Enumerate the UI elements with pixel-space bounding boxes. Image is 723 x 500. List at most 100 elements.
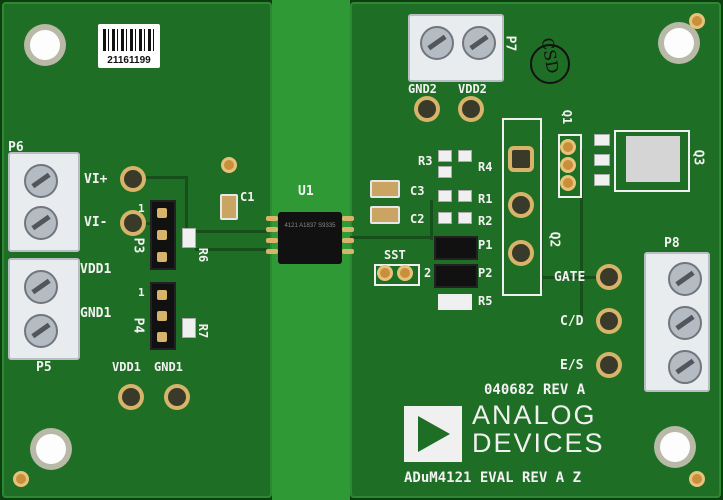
label-vdd1: VDD1: [80, 262, 112, 277]
chip-lead: [266, 249, 278, 254]
label-gnd1: GND1: [80, 306, 112, 321]
chip-lead: [342, 227, 354, 232]
label-vi-minus: VI-: [84, 215, 108, 230]
label-cd: C/D: [560, 314, 584, 329]
trace: [195, 230, 267, 233]
label-p6: P6: [8, 140, 24, 155]
test-point-cd[interactable]: [600, 312, 618, 330]
sst-outline: [374, 264, 420, 286]
corner-via: [16, 474, 26, 484]
resistor-r6: [182, 228, 196, 248]
q2-pad[interactable]: [512, 150, 530, 168]
label-pin1: 1: [138, 202, 145, 215]
q3-lead: [594, 134, 610, 146]
isolated-gate-driver-chip: 4121 A1837 S9335: [278, 212, 342, 264]
trace: [195, 248, 267, 251]
screw-terminal[interactable]: [24, 314, 58, 348]
label-gate: GATE: [554, 270, 586, 285]
header-pin[interactable]: [157, 252, 167, 262]
label-vdd2: VDD2: [458, 82, 487, 96]
test-point-es[interactable]: [600, 356, 618, 374]
brand-line-2: DEVICES: [472, 428, 605, 458]
chip-lead: [342, 249, 354, 254]
p4-pin-header: [150, 282, 176, 350]
trace: [540, 276, 610, 279]
p3-pin-header: [150, 200, 176, 270]
label-q2: Q2: [546, 231, 562, 248]
screw-terminal[interactable]: [24, 206, 58, 240]
label-vdd1-bottom: VDD1: [112, 360, 141, 374]
trace: [580, 150, 583, 320]
chip-lead: [342, 216, 354, 221]
header-pin[interactable]: [157, 290, 167, 300]
header-pin[interactable]: [157, 332, 167, 342]
screw-terminal[interactable]: [24, 164, 58, 198]
p6-terminal-block: [8, 152, 80, 252]
q1-pad[interactable]: [563, 160, 573, 170]
mounting-hole-bottom-left: [36, 434, 66, 464]
label-c1: C1: [240, 190, 255, 204]
resistor-r2: [438, 212, 452, 224]
p7-terminal-block: [408, 14, 504, 82]
label-gnd1-bottom: GND1: [154, 360, 183, 374]
chip-lead: [266, 227, 278, 232]
capacitor-c3: [370, 180, 400, 198]
capacitor-c1: [220, 194, 238, 220]
p1-jumper[interactable]: [434, 236, 478, 260]
trace: [185, 176, 188, 236]
label-gnd2: GND2: [408, 82, 437, 96]
q2-pad[interactable]: [512, 244, 530, 262]
resistor-r1: [458, 190, 472, 202]
label-r1: R1: [478, 192, 493, 206]
resistor-r5: [438, 294, 472, 310]
screw-terminal[interactable]: [462, 26, 496, 60]
p5-terminal-block: [8, 258, 80, 360]
test-point-gnd2[interactable]: [418, 100, 436, 118]
q1-pad[interactable]: [563, 178, 573, 188]
chip-lead: [266, 216, 278, 221]
q1-pad[interactable]: [563, 142, 573, 152]
screw-terminal[interactable]: [420, 26, 454, 60]
p2-jumper[interactable]: [434, 264, 478, 288]
label-p7: P7: [502, 35, 518, 52]
resistor-r3: [438, 166, 452, 178]
header-pin[interactable]: [157, 208, 167, 218]
q3-footprint: [614, 130, 690, 192]
sst-pad[interactable]: [400, 268, 410, 278]
mounting-hole-top-left: [30, 30, 60, 60]
barcode-bars: [103, 29, 155, 51]
label-p2: P2: [478, 266, 493, 280]
via: [224, 160, 234, 170]
mounting-hole-bottom-right: [660, 432, 690, 462]
corner-via: [692, 474, 702, 484]
label-u1: U1: [298, 184, 314, 199]
screw-terminal[interactable]: [668, 306, 702, 340]
q1-footprint: [558, 134, 582, 198]
test-point-gnd1[interactable]: [168, 388, 186, 406]
test-point-vdd2[interactable]: [462, 100, 480, 118]
test-point-vi-plus[interactable]: [124, 170, 142, 188]
resistor-r2: [458, 212, 472, 224]
q2-footprint: [502, 118, 542, 296]
trace: [430, 200, 433, 240]
q3-transistor: [626, 136, 680, 182]
label-p4: P4: [130, 317, 146, 334]
label-r6: R6: [196, 247, 211, 263]
screw-terminal[interactable]: [24, 270, 58, 304]
label-p5: P5: [36, 360, 52, 375]
label-r4: R4: [478, 160, 493, 174]
header-pin[interactable]: [157, 230, 167, 240]
analog-devices-logo: [404, 406, 462, 462]
screw-terminal[interactable]: [668, 350, 702, 384]
test-point-vdd1[interactable]: [122, 388, 140, 406]
label-vi-plus: VI+: [84, 172, 108, 187]
sst-pad[interactable]: [380, 268, 390, 278]
q2-pad[interactable]: [512, 196, 530, 214]
test-point-vi-minus[interactable]: [124, 214, 142, 232]
trace: [350, 236, 430, 239]
screw-terminal[interactable]: [668, 262, 702, 296]
header-pin[interactable]: [157, 311, 167, 321]
logo-triangle-icon: [418, 416, 450, 452]
resistor-r1: [438, 190, 452, 202]
test-point-gate[interactable]: [600, 268, 618, 286]
